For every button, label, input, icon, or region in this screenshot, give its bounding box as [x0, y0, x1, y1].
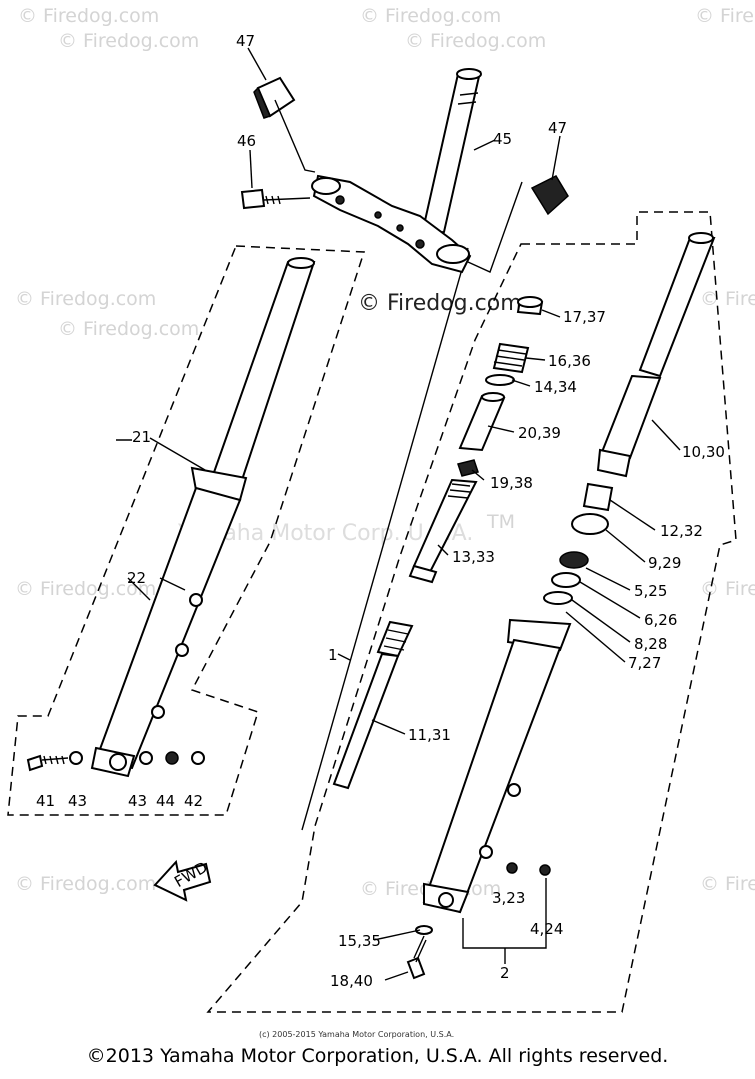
label-16-36: 16,36 — [548, 352, 591, 370]
watermark: © Firedog.com — [700, 873, 755, 895]
left-fork-assembly — [26, 257, 316, 778]
label-42: 42 — [184, 792, 203, 810]
label-19-38: 19,38 — [490, 474, 533, 492]
label-47-left: 47 — [236, 32, 255, 50]
watermark: © Firedog.com — [18, 5, 159, 27]
watermarks: © Firedog.com © Firedog.com © Firedog.co… — [15, 5, 755, 900]
small-copyright: (c) 2005-2015 Yamaha Motor Corporation, … — [259, 1030, 454, 1039]
watermark: © Firedog.com — [700, 578, 755, 600]
watermark: © Firedog.com — [15, 578, 156, 600]
label-3-23: 3,23 — [492, 889, 525, 907]
copyright-footer: ©2013 Yamaha Motor Corporation, U.S.A. A… — [86, 1045, 669, 1067]
label-12-32: 12,32 — [660, 522, 703, 540]
label-44: 44 — [156, 792, 175, 810]
label-4-24: 4,24 — [530, 920, 563, 938]
label-8-28: 8,28 — [634, 635, 667, 653]
watermark: © Firedog.com — [15, 288, 156, 310]
label-17-37: 17,37 — [563, 308, 606, 326]
label-1: 1 — [328, 646, 338, 664]
assembly-outlines — [7, 211, 737, 1013]
label-45: 45 — [493, 130, 512, 148]
watermark-tm: TM — [486, 511, 515, 533]
label-7-27: 7,27 — [628, 654, 661, 672]
label-10-30: 10,30 — [682, 443, 725, 461]
label-46: 46 — [237, 132, 256, 150]
label-2: 2 — [500, 964, 510, 982]
label-15-35: 15,35 — [338, 932, 381, 950]
label-6-26: 6,26 — [644, 611, 677, 629]
label-11-31: 11,31 — [408, 726, 451, 744]
label-21: 21 — [132, 428, 151, 446]
label-18-40: 18,40 — [330, 972, 373, 990]
label-43-right: 43 — [128, 792, 147, 810]
label-9-29: 9,29 — [648, 554, 681, 572]
watermark: © Firedog.com — [58, 318, 199, 340]
inner-divider — [301, 247, 469, 831]
label-22: 22 — [127, 569, 146, 587]
cap-47-left — [253, 76, 296, 119]
leader-lines — [149, 47, 681, 981]
label-5-25: 5,25 — [634, 582, 667, 600]
forward-arrow: FWD — [153, 858, 212, 902]
label-13-33: 13,33 — [452, 548, 495, 566]
watermark: © Firedog.com — [695, 5, 755, 27]
part-labels: 47 46 45 47 21 22 41 43 43 44 42 17,37 1… — [36, 32, 725, 990]
label-41: 41 — [36, 792, 55, 810]
watermark-middle: © Firedog.com — [358, 291, 522, 316]
label-20-39: 20,39 — [518, 424, 561, 442]
watermark: © Firedog.com — [15, 873, 156, 895]
label-14-34: 14,34 — [534, 378, 577, 396]
right-fork-internals — [332, 232, 716, 980]
label-43-left: 43 — [68, 792, 87, 810]
steering-stem-assembly — [240, 68, 569, 274]
watermark: © Firedog.com — [360, 5, 501, 27]
watermark: © Firedog.com — [405, 30, 546, 52]
label-47-right: 47 — [548, 119, 567, 137]
watermark: © Firedog.com — [58, 30, 199, 52]
watermark: © Firedog.com — [700, 288, 755, 310]
